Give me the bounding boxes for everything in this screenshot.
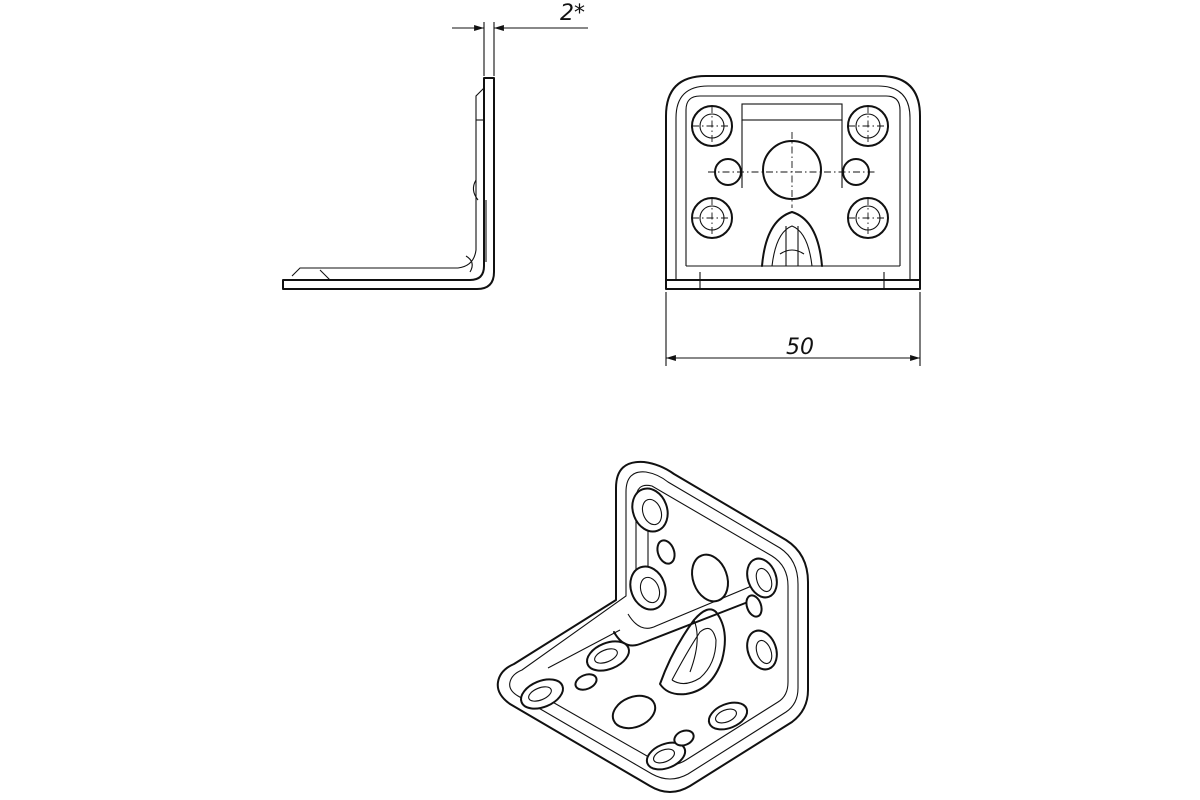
front-view: 50: [665, 75, 921, 366]
isometric-view: [496, 460, 809, 793]
width-dimension: 50: [665, 292, 921, 366]
iso-holes: [520, 487, 778, 771]
thickness-dimension: 2*: [452, 1, 588, 76]
width-label: 50: [786, 335, 814, 360]
side-view: 2*: [282, 1, 588, 290]
thickness-label: 2*: [560, 1, 585, 26]
